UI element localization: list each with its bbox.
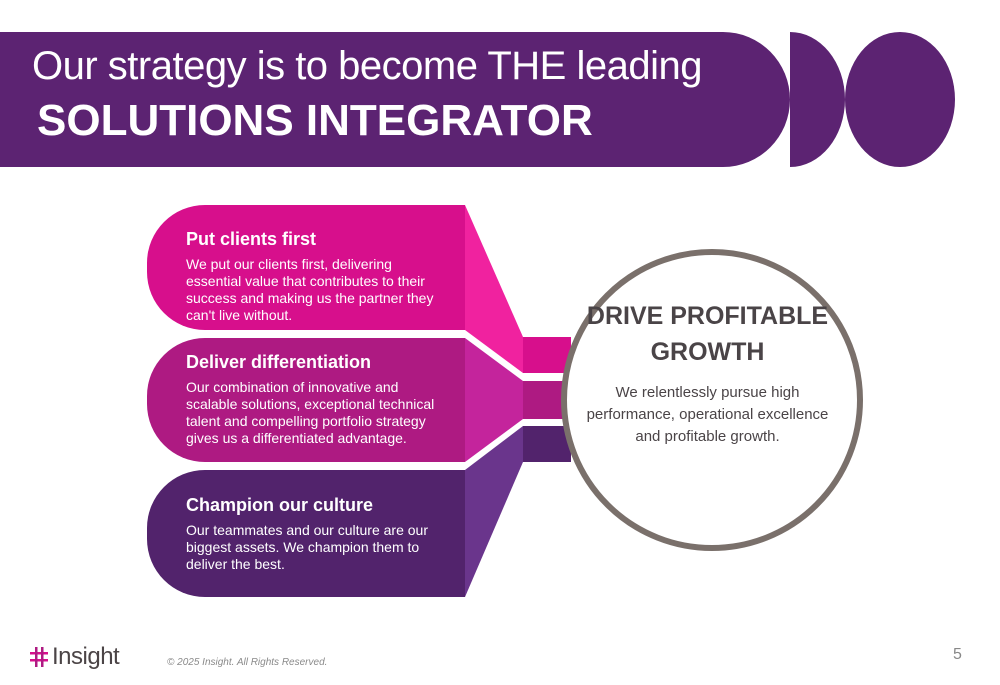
pillar-heading: Champion our culture [186,495,374,515]
copyright: © 2025 Insight. All Rights Reserved. [167,657,328,668]
pillar-body: We put our clients first, delivering ess… [186,256,434,323]
pillar-body: Our teammates and our culture are our bi… [186,522,429,572]
pillar-clients-first: Put clients first We put our clients fir… [186,229,451,324]
goal-ring [561,249,863,551]
pillar-culture: Champion our culture Our teammates and o… [186,495,441,573]
logo-text: Insight [52,643,120,670]
pillar-heading: Deliver differentiation [186,352,372,372]
pillar-body: Our combination of innovative and scalab… [186,379,435,446]
header-half-disc [790,32,845,167]
insight-logo: Insight [30,643,120,671]
pillar-band-3 [147,470,465,597]
insight-logo-icon [30,647,48,667]
pillar-connector-2 [523,381,567,419]
pillar-funnel-1 [465,205,523,373]
pillar-band-1 [147,205,465,330]
header-bar [0,32,790,167]
pillar-funnel-3 [465,426,523,597]
title-line-2: SOLUTIONS INTEGRATOR [37,96,593,145]
pillar-band-2 [147,338,465,462]
goal-block: DRIVE PROFITABLE GROWTH We relentlessly … [580,298,835,448]
pillar-differentiation: Deliver differentiation Our combination … [186,352,441,447]
pillar-funnel-2 [465,338,523,462]
pillar-connector-1 [523,337,571,373]
pillar-heading: Put clients first [186,229,317,249]
header-disc [845,32,955,167]
goal-heading: DRIVE PROFITABLE GROWTH [586,302,829,366]
goal-body: We relentlessly pursue high performance,… [586,384,829,445]
pillar-connector-3 [523,426,571,462]
title-line-1: Our strategy is to become THE leading [32,44,702,88]
page-number: 5 [953,646,962,663]
